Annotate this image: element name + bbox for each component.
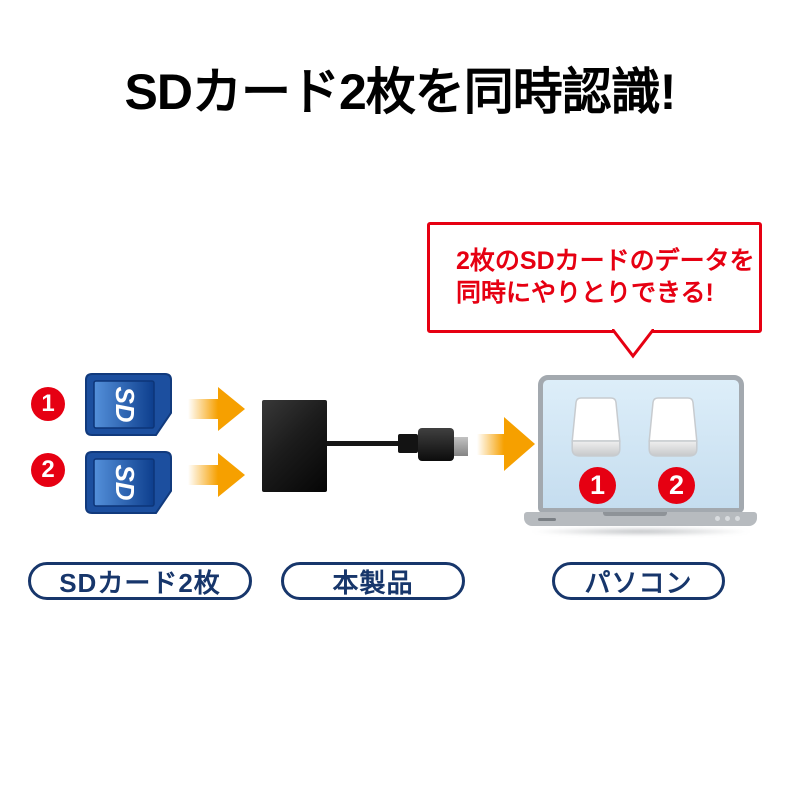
arrow-head [218,453,245,497]
laptop-base [524,512,757,526]
arrow-tail [188,399,218,419]
usb-cable [327,441,398,446]
sd-card-icon: SD [85,451,172,514]
laptop-shadow [530,527,752,536]
sd-card-icon: SD [85,373,172,436]
drive-icon [648,397,698,457]
label-pill-sd-cards: SDカード2枚 [28,562,252,600]
drive-1-badge: 1 [579,467,616,504]
drive-icon [571,397,621,457]
label-pill-pc: パソコン [552,562,725,600]
laptop-screen [538,375,744,513]
usb-plug-metal-tip [454,437,468,456]
speech-bubble-tail [612,329,654,359]
laptop-latch [538,518,556,521]
card-reader-icon [262,400,327,492]
laptop-port-dot [725,516,730,521]
laptop-hinge-notch [603,512,667,516]
arrow-right-icon [477,417,535,472]
arrow-head [504,417,535,471]
sd-logo-text: SD [110,386,140,422]
usb-plug-boot [398,434,418,453]
arrow-right-icon [188,387,245,431]
speech-bubble-line1: 2枚のSDカードのデータを [456,247,755,275]
usb-plug-icon [418,428,454,461]
arrow-right-icon [188,453,245,497]
page-title: SDカード2枚を同時認識! [124,64,677,120]
sd-logo-text: SD [110,464,140,500]
speech-bubble: 2枚のSDカードのデータを 同時にやりとりできる! [427,222,762,333]
drive-2-badge: 2 [658,467,695,504]
speech-bubble-text: 2枚のSDカードのデータを 同時にやりとりできる! [456,245,755,309]
sd-card-1-badge: 1 [31,387,65,421]
laptop-port-dot [735,516,740,521]
speech-bubble-line2: 同時にやりとりできる! [456,279,714,307]
laptop-port-dot [715,516,720,521]
arrow-tail [477,434,504,455]
sd-card-2-badge: 2 [31,453,65,487]
label-pill-product: 本製品 [281,562,465,600]
arrow-tail [188,465,218,485]
arrow-head [218,387,245,431]
